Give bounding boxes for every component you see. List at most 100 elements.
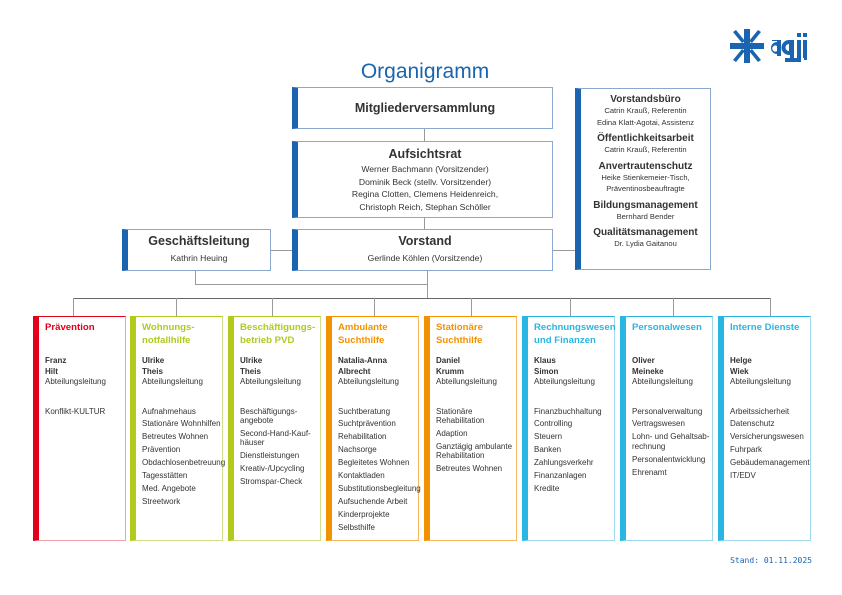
unit-item: Aufsuchende Arbeit [338, 496, 408, 506]
staff-units-box: Vorstandsbüro Catrin Krauß, Referentin E… [575, 88, 711, 270]
staff-line: Präventinosbeauftragte [606, 184, 685, 193]
unit-item: Dienstleistungen [240, 451, 300, 461]
unit-item: Kreativ-/Upcycling [240, 464, 305, 474]
head-role: Abteilungsleitung [45, 377, 106, 386]
head-first-name: Ulrike [142, 356, 165, 365]
head-role: Abteilungsleitung [730, 377, 791, 386]
unit-item: Vertragswesen [632, 419, 685, 429]
unit-item: Rehabilitation [338, 432, 387, 442]
box-title: Geschäftsleitung [148, 234, 250, 248]
unit-item: Second-Hand-Kauf-häuser [240, 428, 311, 448]
head-last-name: Krumm [436, 366, 465, 376]
mitgliederversammlung-box: Mitgliederversammlung [292, 87, 553, 129]
staff-line: Catrin Krauß, Referentin [604, 145, 687, 154]
unit-item: Zahlungsverkehr [534, 458, 594, 468]
head-role: Abteilungsleitung [632, 377, 693, 386]
staff-line: Heike Stienkemeier-Tisch, [601, 172, 690, 182]
staff-line: Bernhard Bender [616, 211, 675, 221]
unit-item: Adaption [436, 428, 468, 438]
staff-line: Edina Klatt-Agotai, Assistenz [596, 117, 695, 127]
department-units: Konflikt-KULTUR [45, 407, 125, 417]
box-title: Mitgliederversammlung [354, 101, 496, 115]
unit-item: Prävention [142, 445, 181, 455]
head-last-name: Hilt [45, 366, 58, 376]
member-line: Christoph Reich, Stephan Schöller [359, 201, 491, 212]
member-line: Dominik Beck (stellv. Vorsitzender) [358, 176, 492, 187]
unit-item: Suchtprävention [338, 419, 396, 429]
head-role: Abteilungsleitung [338, 377, 399, 386]
unit-item: Betreutes Wohnen [142, 432, 209, 442]
box-title: Vorstand [398, 234, 452, 248]
connector-line [552, 250, 576, 251]
unit-item: Betreutes Wohnen [436, 464, 503, 474]
unit-item: Fuhrpark [730, 445, 763, 455]
head-first-name: Daniel [436, 356, 461, 365]
unit-item: Controlling [534, 419, 573, 429]
unit-item: Ganztägig ambulante Rehabilitation [436, 441, 513, 461]
unit-item: Kredite [534, 483, 560, 493]
connector-line [471, 298, 472, 316]
unit-item: Tagesstätten [142, 470, 188, 480]
connector-line [176, 298, 177, 316]
unit-item: Lohn- und Gehaltsab-rechnung [632, 432, 710, 451]
connector-line [770, 298, 771, 316]
head-role: Abteilungsleitung [436, 377, 497, 386]
department-title: Prävention [45, 322, 95, 333]
connector-line [374, 298, 375, 316]
unit-item: Personalverwaltung [632, 406, 703, 416]
department-bus-line [73, 298, 771, 299]
box-title: Aufsichtsrat [388, 147, 462, 161]
connector-line [195, 271, 196, 285]
department-title: Interne Dienste [730, 322, 800, 333]
unit-item: Kinderprojekte [338, 509, 390, 519]
head-role: Abteilungsleitung [142, 377, 203, 386]
connector-line [424, 218, 425, 230]
unit-item: Kontaktladen [338, 470, 385, 480]
aufsichtsrat-box: Aufsichtsrat Werner Bachmann (Vorsitzend… [292, 141, 553, 218]
unit-item: IT/EDV [730, 470, 756, 480]
unit-item: Selbsthilfe [338, 522, 375, 532]
head-role: Abteilungsleitung [240, 377, 301, 386]
unit-item: Steuern [534, 432, 563, 442]
staff-title: Öffentlichkeitsarbeit [597, 133, 694, 144]
stand-date: Stand: 01.11.2025 [730, 556, 812, 565]
person-name: Kathrin Heuing [170, 253, 228, 263]
connector-line [673, 298, 674, 316]
agj-logo [728, 28, 818, 64]
unit-item: Obdachlosenbetreuung [142, 458, 226, 468]
unit-item: Konflikt-KULTUR [45, 406, 106, 416]
unit-item: Suchtberatung [338, 406, 391, 416]
connector-line [424, 129, 425, 141]
geschaeftsleitung-box: Geschäftsleitung Kathrin Heuing [122, 229, 271, 271]
staff-line: Catrin Krauß, Referentin [604, 106, 687, 115]
unit-item: Begleitetes Wohnen [338, 458, 410, 468]
head-first-name: Oliver [632, 356, 655, 365]
caritas-cross-icon [730, 29, 807, 63]
unit-item: Stationäre Rehabilitation [436, 406, 485, 426]
department-title: Personalwesen [632, 322, 702, 333]
unit-item: Banken [534, 445, 562, 455]
unit-item: Datenschutz [730, 419, 775, 429]
unit-item: Aufnahmehaus [142, 406, 196, 416]
head-last-name: Wiek [730, 366, 749, 376]
head-first-name: Helge [730, 356, 752, 365]
staff-title: Qualitätsmanagement [593, 227, 698, 238]
unit-item: Substitutionsbegleitung [338, 483, 421, 493]
head-first-name: Ulrike [240, 356, 263, 365]
unit-item: Ehrenamt [632, 467, 667, 477]
unit-item: Versicherungswesen [730, 432, 804, 442]
unit-item: Personalentwicklung [632, 454, 706, 464]
staff-title: Vorstandsbüro [610, 94, 681, 105]
unit-item: Arbeitssicherheit [730, 406, 790, 416]
department-title: Beschäftigungs-betrieb PVD [240, 322, 316, 346]
head-first-name: Natalia-Anna [338, 356, 387, 365]
connector-line [271, 250, 293, 251]
